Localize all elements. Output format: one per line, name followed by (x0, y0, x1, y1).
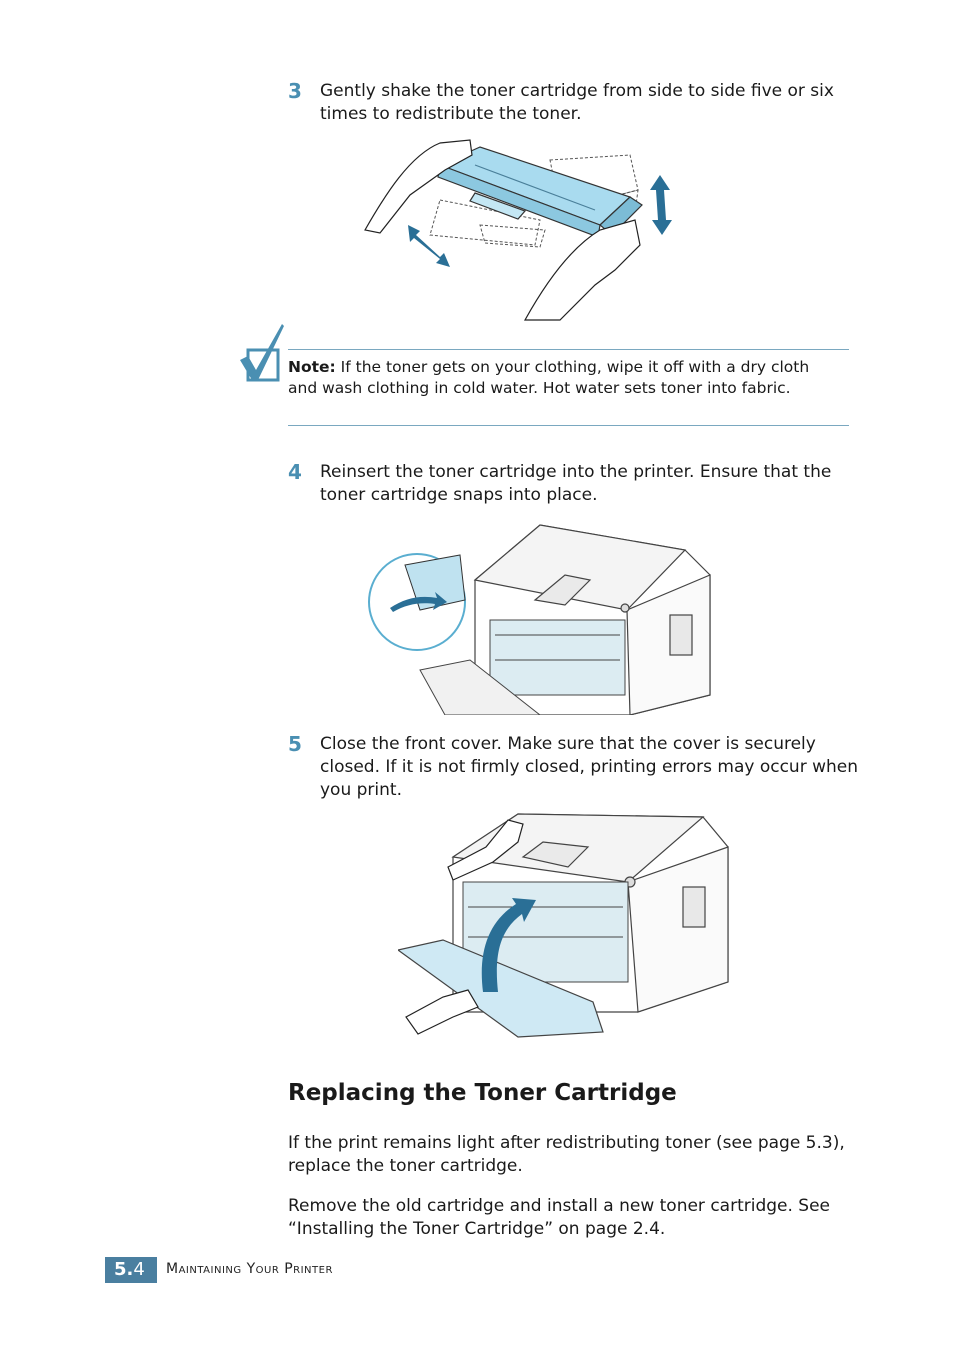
footer-chapter-title: Maintaining Your Printer (166, 1261, 333, 1277)
page-number-badge: 5.4 (105, 1257, 157, 1283)
paragraph: If the print remains light after redistr… (288, 1133, 845, 1176)
step-text: Gently shake the toner cartridge from si… (320, 81, 834, 124)
note-body: If the toner gets on your clothing, wipe… (288, 358, 810, 397)
toner-cartridge (437, 146, 643, 238)
hands (405, 819, 524, 1035)
page-number-major: 5. (114, 1259, 134, 1280)
close-cover-illustration (398, 813, 729, 1038)
step-text: Reinsert the toner cartridge into the pr… (320, 462, 832, 505)
printer-interior (489, 619, 626, 696)
note-text: Note: If the toner gets on your clothing… (288, 357, 833, 398)
step-text: Close the front cover. Make sure that th… (320, 734, 859, 800)
insert-arrow (390, 592, 447, 612)
front-cover-open (398, 939, 604, 1038)
front-cover-open (419, 659, 541, 715)
checkmark-icon (240, 324, 284, 382)
step-number: 4 (288, 460, 302, 484)
close-arrow (481, 898, 536, 992)
note-label: Note: (288, 358, 336, 376)
step-number: 5 (288, 732, 302, 756)
shake-arrows (408, 175, 672, 267)
step-number: 3 (288, 79, 302, 103)
note-box: Note: If the toner gets on your clothing… (288, 349, 849, 426)
section-heading: Replacing the Toner Cartridge (288, 1080, 677, 1106)
page-number-minor: 4 (133, 1259, 145, 1280)
paragraph: Remove the old cartridge and install a n… (288, 1196, 831, 1239)
hands (364, 139, 641, 321)
shake-cartridge-illustration (364, 139, 672, 321)
reinsert-cartridge-illustration (368, 524, 711, 715)
